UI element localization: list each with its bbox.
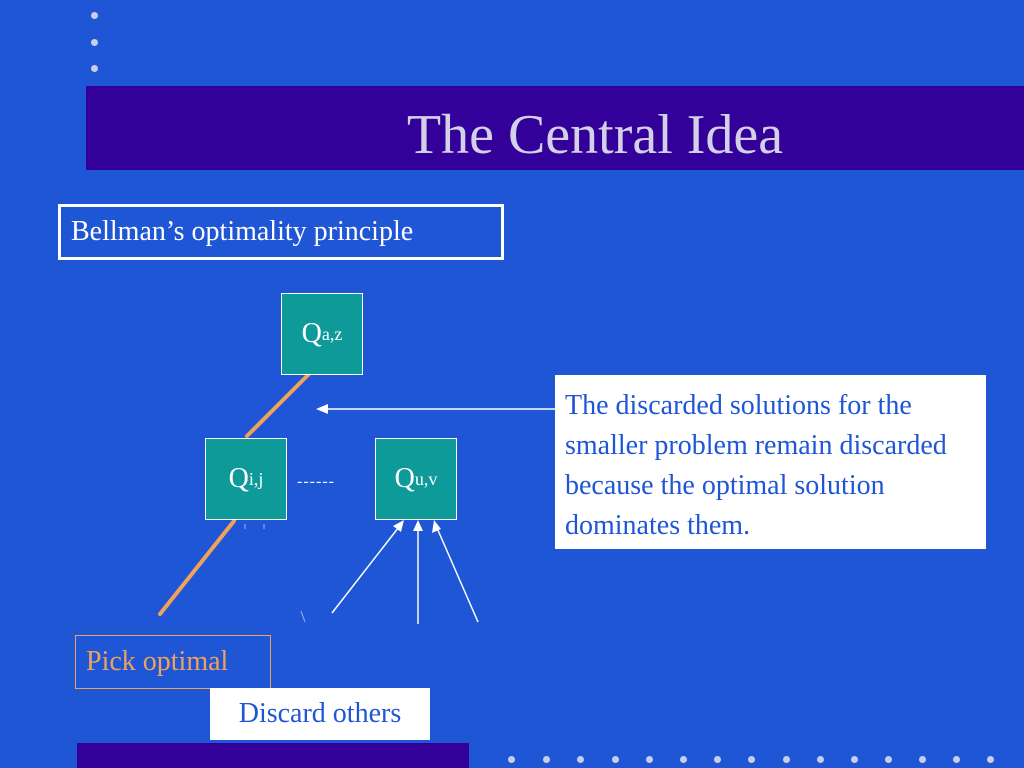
title-bar: The Central Idea <box>86 86 1024 170</box>
node-q-i-j-subscript: i,j <box>248 468 264 489</box>
decor-dot <box>817 756 824 763</box>
faint-tick-3 <box>300 610 306 623</box>
decor-dot <box>748 756 755 763</box>
decor-dot <box>612 756 619 763</box>
decor-dot <box>680 756 687 763</box>
dashed-separator: ------ <box>297 473 335 490</box>
discarded-arrowhead-1 <box>393 520 404 532</box>
decor-dot <box>987 756 994 763</box>
discarded-arrowhead-3 <box>432 520 441 533</box>
node-q-i-j-base: Q <box>228 463 249 494</box>
callout-box: The discarded solutions for the smaller … <box>555 375 986 549</box>
decor-dots-top <box>86 10 102 76</box>
decor-dot <box>577 756 584 763</box>
discard-others-label: Discard others <box>210 688 430 740</box>
decor-dot <box>91 39 98 46</box>
decor-dot <box>646 756 653 763</box>
decor-dot <box>508 756 515 763</box>
discarded-arrowhead-2 <box>413 520 423 531</box>
pick-optimal-label: Pick optimal <box>75 635 271 689</box>
node-q-u-v-base: Q <box>394 463 415 494</box>
optimal-edge-lower <box>158 519 236 616</box>
node-q-u-v-subscript: u,v <box>414 468 438 489</box>
discarded-edge-1 <box>331 522 403 614</box>
node-q-a-z-base: Q <box>301 318 322 349</box>
decor-dot <box>91 65 98 72</box>
discarded-edge-3 <box>436 527 479 623</box>
callout-arrowhead <box>316 404 328 414</box>
decor-dot <box>851 756 858 763</box>
decor-dot <box>543 756 550 763</box>
bottom-bar <box>77 743 469 768</box>
decor-dot <box>953 756 960 763</box>
node-q-a-z-subscript: a,z <box>321 323 343 344</box>
decor-dot <box>919 756 926 763</box>
decor-dot <box>885 756 892 763</box>
slide-title: The Central Idea <box>406 104 784 166</box>
decor-dot <box>91 12 98 19</box>
decor-dot <box>783 756 790 763</box>
optimal-edge-upper <box>245 368 315 438</box>
principle-label-box: Bellman’s optimality principle <box>58 204 504 260</box>
decor-dot <box>714 756 721 763</box>
